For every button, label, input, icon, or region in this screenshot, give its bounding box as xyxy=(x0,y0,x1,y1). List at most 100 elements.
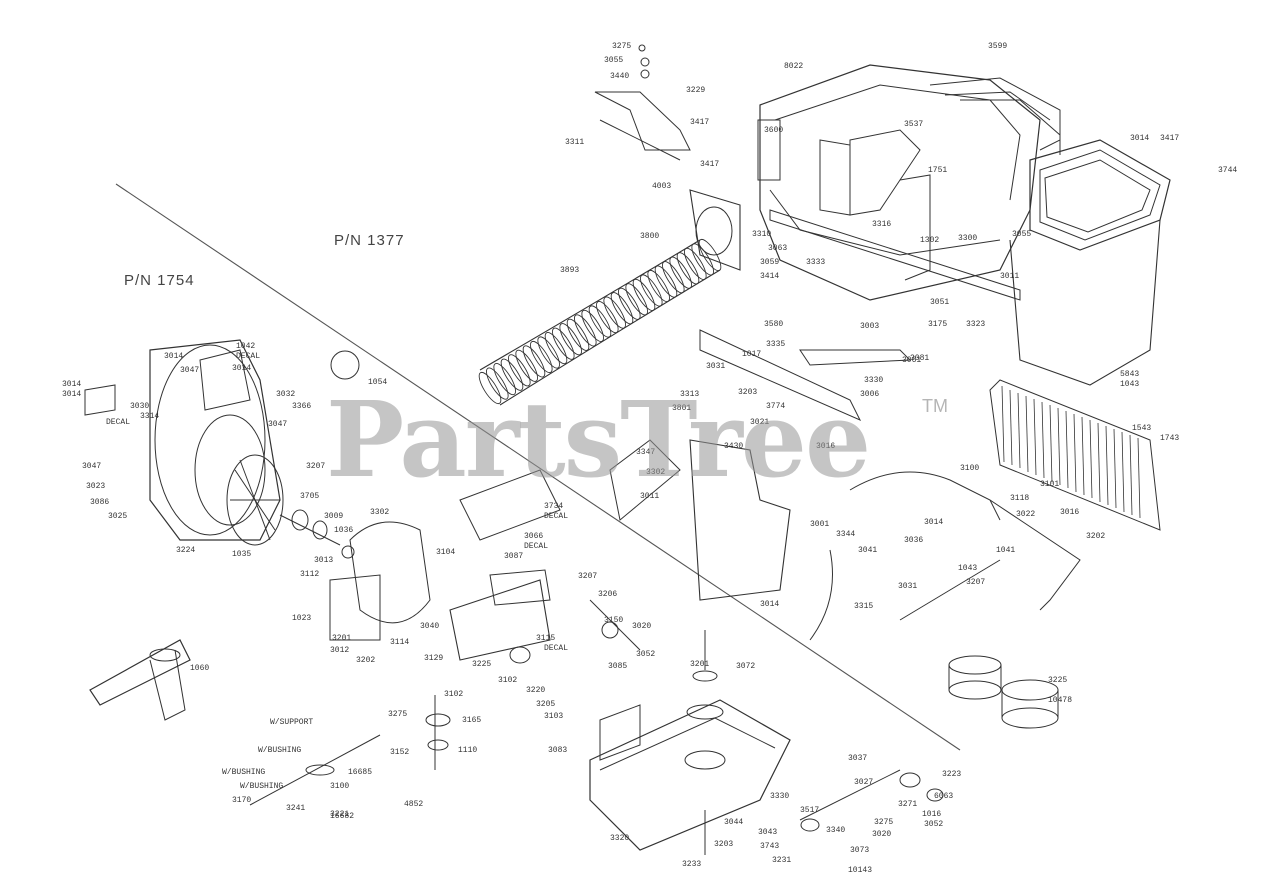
part-label: 3320 xyxy=(610,834,630,843)
part-label: 3072 xyxy=(736,662,756,671)
part-label: 3011 xyxy=(640,492,660,501)
part-label: 3040 xyxy=(420,622,440,631)
part-label: 3207 xyxy=(306,462,326,471)
part-label: 3203 xyxy=(714,840,734,849)
part-label: 3066 xyxy=(524,532,544,541)
part-label: 3225 xyxy=(1048,676,1068,685)
part-label: 8022 xyxy=(784,62,804,71)
part-label: 1543 xyxy=(1132,424,1152,433)
part-label: 10143 xyxy=(848,866,873,875)
part-label: 3417 xyxy=(700,160,720,169)
pivot-spindle xyxy=(249,695,451,806)
part-label: 3241 xyxy=(286,804,306,813)
part-label: 3315 xyxy=(854,602,874,611)
blower-housing xyxy=(84,339,281,541)
part-label: 3003 xyxy=(860,322,880,331)
part-label: 3333 xyxy=(806,258,826,267)
part-label: 1023 xyxy=(292,614,312,623)
part-label: 3031 xyxy=(706,362,726,371)
part-label: 3271 xyxy=(898,800,918,809)
part-label: 3150 xyxy=(604,616,624,625)
part-label: 3001 xyxy=(810,520,830,529)
part-label: 1743 xyxy=(1160,434,1180,443)
part-label: 3202 xyxy=(356,656,376,665)
part-label: 3047 xyxy=(180,366,200,375)
part-label: 3129 xyxy=(424,654,444,663)
part-label: 3047 xyxy=(82,462,102,471)
part-label: 3100 xyxy=(960,464,980,473)
part-label: 3014 xyxy=(1130,134,1150,143)
part-label: 1036 xyxy=(334,526,354,535)
part-label: 3316 xyxy=(872,220,892,229)
blower-shaft xyxy=(279,509,355,559)
part-label: 3275 xyxy=(388,710,408,719)
part-label: 3114 xyxy=(390,638,410,647)
part-label: 4003 xyxy=(652,182,672,191)
part-label: 3414 xyxy=(760,272,780,281)
part-label: 3440 xyxy=(610,72,630,81)
part-label: 1041 xyxy=(996,546,1016,555)
part-label: 3170 xyxy=(232,796,252,805)
part-label: 3052 xyxy=(924,820,944,829)
part-label: 3022 xyxy=(1016,510,1036,519)
part-label: 3335 xyxy=(766,340,786,349)
part-label: 1302 xyxy=(920,236,940,245)
part-label: 1016 xyxy=(922,810,942,819)
part-label: 3344 xyxy=(836,530,856,539)
part-label: 3599 xyxy=(988,42,1008,51)
part-label: 3102 xyxy=(444,690,464,699)
part-label: 3417 xyxy=(690,118,710,127)
part-label: 3059 xyxy=(760,258,780,267)
part-label: 3016 xyxy=(1060,508,1080,517)
part-label: 3323 xyxy=(966,320,986,329)
part-label: 3224 xyxy=(176,546,196,555)
part-label: 3743 xyxy=(760,842,780,851)
part-label: 3006 xyxy=(860,390,880,399)
part-label: 3014 xyxy=(62,390,82,399)
part-label: 16685 xyxy=(348,768,373,777)
part-label: 3893 xyxy=(560,266,580,275)
part-label: 3037 xyxy=(848,754,868,763)
part-label: 3027 xyxy=(854,778,874,787)
part-label: 3744 xyxy=(1218,166,1238,175)
part-label: 3223 xyxy=(942,770,962,779)
part-label: 3300 xyxy=(958,234,978,243)
part-label: DECAL xyxy=(106,418,131,427)
part-label: 3347 xyxy=(636,448,656,457)
part-label: 3225 xyxy=(472,660,492,669)
part-label: 3275 xyxy=(612,42,632,51)
part-label: 3100 xyxy=(330,782,350,791)
part-label: 3734 xyxy=(544,502,564,511)
part-label: 3020 xyxy=(872,830,892,839)
part-label: 3014 xyxy=(232,364,252,373)
part-label: 3202 xyxy=(1086,532,1106,541)
part-label: 3041 xyxy=(858,546,878,555)
part-label: 3175 xyxy=(928,320,948,329)
part-label: 3115 xyxy=(536,634,556,643)
part-label: 3011 xyxy=(1000,272,1020,281)
tension-rod xyxy=(799,769,944,832)
part-label: 3014 xyxy=(62,380,82,389)
part-label: 3774 xyxy=(766,402,786,411)
watermark: PartsTree xyxy=(326,378,871,501)
part-label: 3055 xyxy=(604,56,624,65)
part-label: 6063 xyxy=(934,792,954,801)
part-label: 3014 xyxy=(164,352,184,361)
part-label: 3229 xyxy=(686,86,706,95)
part-label: DECAL xyxy=(236,352,261,361)
part-label: 3118 xyxy=(1010,494,1030,503)
part-label: 3009 xyxy=(324,512,344,521)
hitch-bracket xyxy=(594,44,691,161)
part-label: 3103 xyxy=(544,712,564,721)
part-label: 1042 xyxy=(236,342,256,351)
hose-adapter-plate xyxy=(689,189,741,271)
part-label: 3205 xyxy=(536,700,556,709)
part-label: 1110 xyxy=(458,746,478,755)
part-label: 3030 xyxy=(130,402,150,411)
part-label: 3165 xyxy=(462,716,482,725)
part-label: 1043 xyxy=(958,564,978,573)
part-label: 3061 xyxy=(902,356,922,365)
part-label: DECAL xyxy=(544,512,569,521)
section-label-right: P/N 1377 xyxy=(334,232,405,249)
